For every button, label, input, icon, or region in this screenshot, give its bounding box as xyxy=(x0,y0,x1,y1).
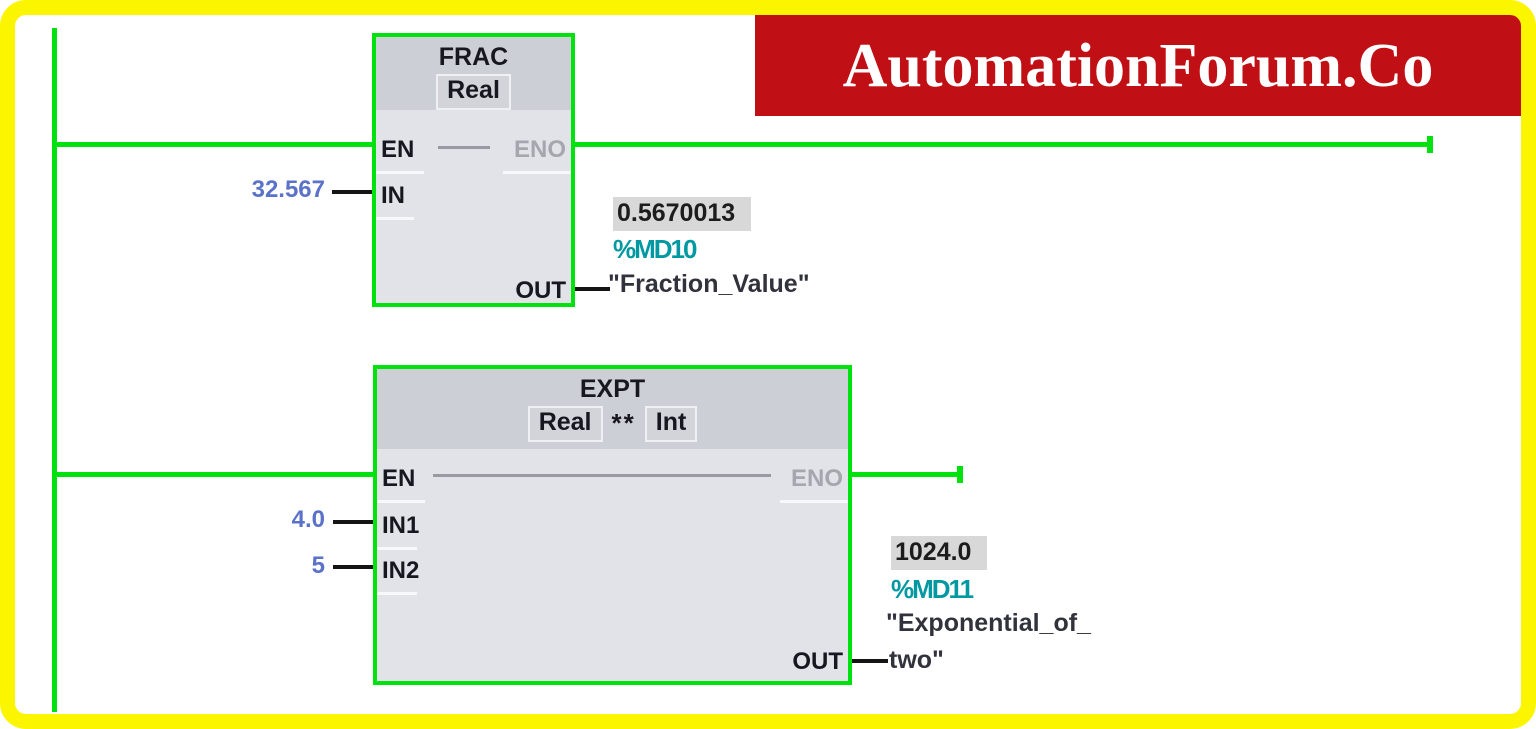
expt-row-separator-in1 xyxy=(377,547,417,550)
expt-block-title: EXPT xyxy=(579,375,646,403)
expt-out-operand-name-line2[interactable]: two" xyxy=(889,646,944,674)
wire-expt-in1 xyxy=(333,520,375,524)
frac-out-address[interactable]: %MD10 xyxy=(613,234,697,264)
wire-expt-in2 xyxy=(333,565,375,569)
expt-type-operator: ** xyxy=(611,408,636,439)
expt-port-out[interactable]: OUT xyxy=(792,648,843,675)
frac-row-separator-in xyxy=(376,217,414,220)
expt-in2-operand-value[interactable]: 5 xyxy=(311,552,325,579)
wire-expt-eno-out xyxy=(848,472,960,477)
wire-frac-in xyxy=(332,190,372,194)
expt-out-operand-name-line1[interactable]: "Exponential_of_ xyxy=(886,609,1091,637)
power-rail xyxy=(52,28,57,712)
wire-expt-out xyxy=(850,659,888,663)
frac-port-eno[interactable]: ENO xyxy=(513,136,566,163)
expt-out-address[interactable]: %MD11 xyxy=(891,574,974,604)
frac-type-selector[interactable]: Real xyxy=(436,74,511,110)
expt-type-selector-right[interactable]: Int xyxy=(644,406,698,442)
watermark-banner: AutomationForum.Co xyxy=(755,15,1521,116)
wire-frac-eno-out xyxy=(573,142,1430,147)
expt-port-eno[interactable]: ENO xyxy=(790,465,843,492)
frac-in-operand-value[interactable]: 32.567 xyxy=(251,176,325,203)
frac-block-header: FRAC Real xyxy=(376,37,571,110)
expt-row-separator-in2 xyxy=(377,592,417,595)
wire-rail-to-expt-en xyxy=(52,472,375,477)
expt-port-in2[interactable]: IN2 xyxy=(382,557,420,584)
expt-en-eno-line xyxy=(433,474,771,477)
expt-out-monitor-value: 1024.0 xyxy=(891,536,988,570)
wire-expt-eno-endpoint[interactable] xyxy=(957,466,963,483)
frac-block-title: FRAC xyxy=(438,43,509,71)
frac-port-out[interactable]: OUT xyxy=(515,277,566,304)
expt-block[interactable]: EXPT Real ** Int EN ENO IN1 IN2 OUT xyxy=(373,365,852,685)
wire-frac-out xyxy=(573,287,610,291)
frac-en-eno-line xyxy=(438,146,490,149)
expt-row-separator-en xyxy=(377,500,425,503)
frac-port-in[interactable]: IN xyxy=(381,182,405,209)
expt-port-in1[interactable]: IN1 xyxy=(382,512,420,539)
expt-in1-operand-value[interactable]: 4.0 xyxy=(291,506,325,533)
frac-block[interactable]: FRAC Real EN ENO IN OUT xyxy=(372,33,575,307)
frac-port-en[interactable]: EN xyxy=(381,136,415,163)
frac-row-separator-eno xyxy=(503,171,571,174)
expt-block-header: EXPT Real ** Int xyxy=(377,369,848,449)
expt-port-en[interactable]: EN xyxy=(382,465,416,492)
frac-out-operand-name[interactable]: "Fraction_Value" xyxy=(608,270,810,298)
wire-rail-to-frac-en xyxy=(52,142,372,147)
frac-out-monitor-value: 0.5670013 xyxy=(613,197,752,231)
expt-row-separator-eno xyxy=(780,500,848,503)
wire-frac-eno-endpoint[interactable] xyxy=(1427,136,1433,153)
frac-row-separator-en xyxy=(376,171,424,174)
expt-type-selector-left[interactable]: Real xyxy=(527,406,603,442)
watermark-banner-text: AutomationForum.Co xyxy=(842,31,1434,100)
